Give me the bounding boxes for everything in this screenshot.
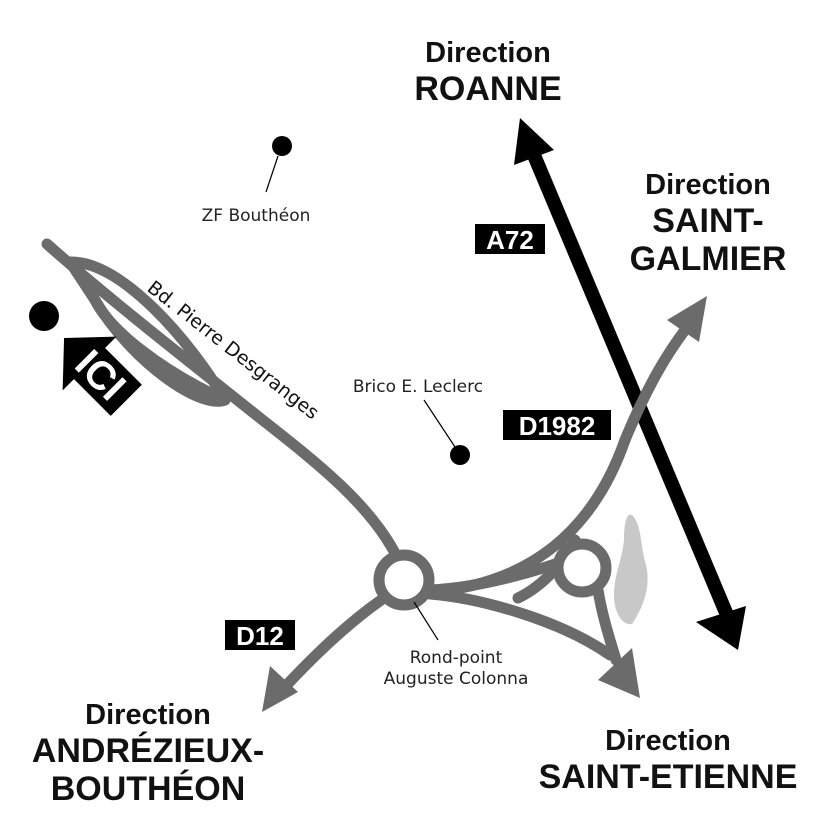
brico-leader (423, 399, 456, 448)
direction-roanne: Direction ROANNE (414, 37, 561, 108)
road-saint-etienne-b (592, 584, 622, 666)
interchange-link (89, 294, 231, 406)
location-dot (29, 301, 59, 331)
roanne-line1: Direction (425, 37, 551, 69)
direction-andrezieux: Direction ANDRÉZIEUX- BOUTHÉON (32, 699, 264, 808)
saint-galmier-line1: Direction (645, 169, 771, 201)
andrezieux-line3: BOUTHÉON (51, 770, 246, 808)
shield-a72: A72 (475, 224, 545, 255)
highway-arrow-north (514, 118, 554, 165)
saint-etienne-line1: Direction (605, 725, 731, 757)
brico-label: Brico E. Leclerc (353, 377, 483, 397)
saint-etienne-line2: SAINT-ETIENNE (539, 758, 798, 796)
roundabout-colonna (373, 549, 435, 611)
rond-point-label-2: Auguste Colonna (384, 669, 529, 689)
andrezieux-line1: Direction (85, 699, 211, 731)
roundabout-east (552, 538, 612, 598)
ici-marker: ICI (62, 336, 142, 416)
road-d1982 (424, 324, 691, 598)
arrow-saint-etienne (598, 648, 640, 698)
rond-point-leader (413, 601, 439, 641)
saint-galmier-line3: GALMIER (630, 240, 787, 278)
highway-arrow-south (696, 606, 746, 650)
arrow-d1982 (667, 296, 707, 342)
zf-label: ZF Bouthéon (202, 206, 311, 226)
roanne-line2: ROANNE (414, 70, 561, 108)
shield-d12-text: D12 (236, 621, 284, 651)
zf-leader (265, 155, 279, 193)
shield-d1982: D1982 (503, 410, 611, 441)
local-roads (41, 238, 691, 696)
ici-arrow-shape (62, 336, 142, 416)
brico-point (450, 445, 470, 465)
direction-saint-galmier: Direction SAINT- GALMIER (630, 169, 787, 278)
arrow-d12 (262, 666, 298, 712)
road-saint-etienne-a (424, 588, 616, 661)
saint-galmier-line2: SAINT- (652, 202, 763, 240)
shield-d1982-text: D1982 (519, 411, 596, 441)
boulevard-road (41, 238, 402, 561)
zf-point (272, 136, 292, 156)
shield-a72-text: A72 (486, 225, 534, 255)
rond-point-label-1: Rond-point (410, 648, 503, 668)
shield-d12: D12 (225, 620, 295, 651)
a72-highway (514, 118, 746, 650)
road-d12 (276, 592, 390, 696)
water-area (614, 514, 648, 625)
andrezieux-line2: ANDRÉZIEUX- (32, 732, 264, 770)
direction-saint-etienne: Direction SAINT-ETIENNE (539, 725, 798, 796)
